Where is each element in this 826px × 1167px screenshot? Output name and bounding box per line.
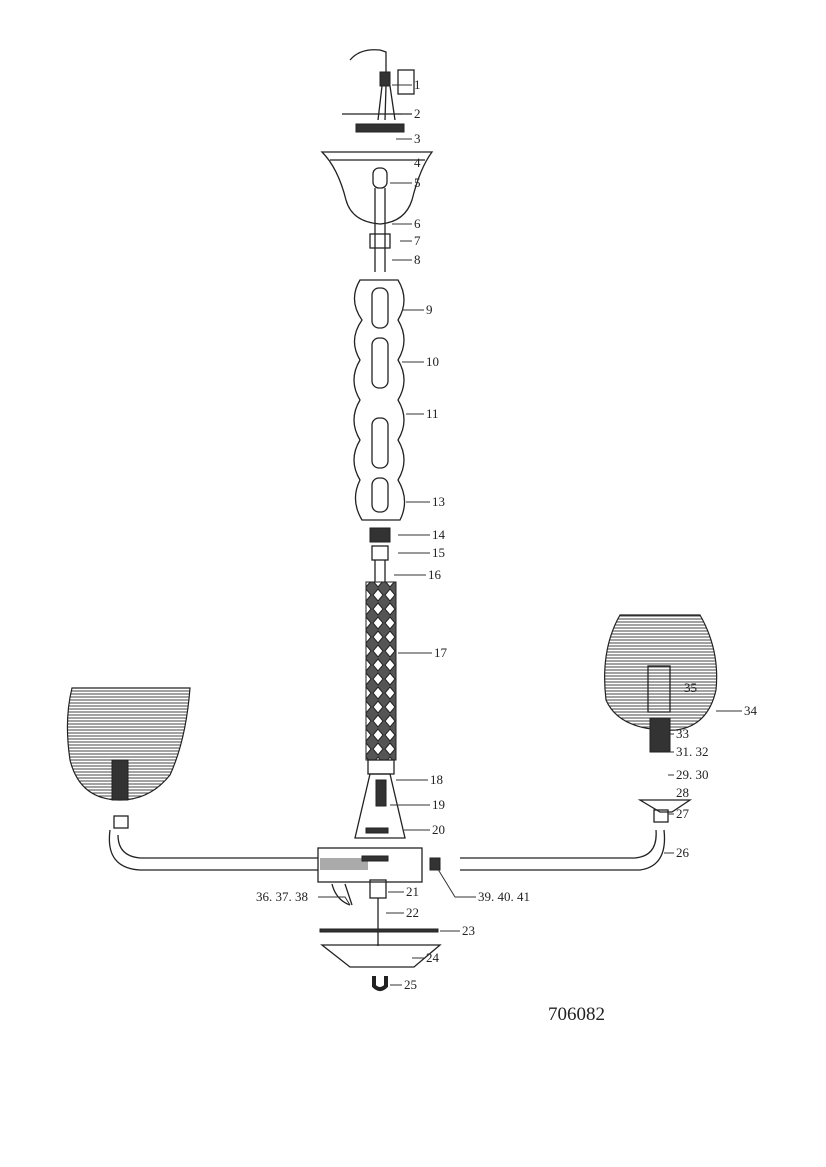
callout-label: 27 <box>676 806 690 821</box>
callout-label: 31. 32 <box>676 744 709 759</box>
callout-label: 22 <box>406 905 419 920</box>
callout-label: 25 <box>404 977 417 992</box>
stem-and-chain <box>353 188 406 582</box>
callout-34: 34 <box>716 703 758 718</box>
callout-label: 23 <box>462 923 475 938</box>
callout-21: 21 <box>388 884 419 899</box>
decorative-stem-sleeve <box>365 581 397 775</box>
callout-13: 13 <box>406 494 445 509</box>
callout-label: 2 <box>414 106 421 121</box>
arm-right <box>429 809 669 871</box>
callout-label: 7 <box>414 233 421 248</box>
callout-label: 36. 37. 38 <box>256 889 308 904</box>
callout-label: 26 <box>676 845 690 860</box>
callout-label: 19 <box>432 797 445 812</box>
callout-18: 18 <box>396 772 443 787</box>
callout-label: 13 <box>432 494 445 509</box>
callout-35: 35 <box>684 680 697 695</box>
center-body <box>317 847 423 883</box>
callout-label: 35 <box>684 680 697 695</box>
callout-label: 17 <box>434 645 448 660</box>
callout-24: 24 <box>412 950 440 965</box>
shade-left <box>66 687 191 801</box>
callout-20: 20 <box>404 822 445 837</box>
arm-left <box>108 815 318 871</box>
callout-2: 2 <box>402 106 421 121</box>
callout-label: 14 <box>432 527 446 542</box>
callout-label: 28 <box>676 785 689 800</box>
callout-16: 16 <box>394 567 442 582</box>
callout-label: 6 <box>414 216 421 231</box>
callout-7: 7 <box>400 233 421 248</box>
callout-31-32: 31. 32 <box>670 744 709 759</box>
callout-22: 22 <box>386 905 419 920</box>
callout-3: 3 <box>396 131 421 146</box>
callout-26: 26 <box>664 845 690 860</box>
leader-line <box>318 896 351 906</box>
callout-23: 23 <box>440 923 475 938</box>
callout-28: 28 <box>676 785 689 800</box>
callout-label: 24 <box>426 950 440 965</box>
callout-14: 14 <box>398 527 446 542</box>
callout-label: 18 <box>430 772 443 787</box>
callout-33: 33 <box>670 726 689 741</box>
callout-label: 3 <box>414 131 421 146</box>
callout-6: 6 <box>392 216 421 231</box>
mounting-hook-and-wires <box>349 49 415 121</box>
callout-25: 25 <box>390 977 417 992</box>
shade-right <box>604 614 718 813</box>
callout-label: 29. 30 <box>676 767 709 782</box>
callout-label: 21 <box>406 884 419 899</box>
bottom-parts <box>319 879 442 991</box>
callout-27: 27 <box>668 806 690 821</box>
callout-8: 8 <box>392 252 421 267</box>
callout-label: 16 <box>428 567 442 582</box>
callout-label: 9 <box>426 302 433 317</box>
callout-11: 11 <box>406 406 439 421</box>
callout-36-37-38: 36. 37. 38 <box>256 889 308 904</box>
callout-label: 10 <box>426 354 439 369</box>
callout-5: 5 <box>390 175 421 190</box>
callout-9: 9 <box>402 302 433 317</box>
callout-label: 15 <box>432 545 445 560</box>
callout-label: 4 <box>414 155 421 170</box>
callout-15: 15 <box>398 545 445 560</box>
callout-label: 5 <box>414 175 421 190</box>
callout-19: 19 <box>390 797 445 812</box>
callout-label: 8 <box>414 252 421 267</box>
callout-label: 39. 40. 41 <box>478 889 530 904</box>
model-code: 706082 <box>548 1004 605 1025</box>
callout-label: 34 <box>744 703 758 718</box>
callout-29-30: 29. 30 <box>668 767 709 782</box>
callout-39-40-41: 39. 40. 41 <box>478 889 530 904</box>
cone-cover <box>354 773 406 839</box>
callout-10: 10 <box>402 354 439 369</box>
callout-17: 17 <box>398 645 448 660</box>
leader-line <box>435 865 476 898</box>
callout-1: 1 <box>392 77 421 92</box>
callout-label: 33 <box>676 726 689 741</box>
callout-4: 4 <box>414 155 421 170</box>
mounting-plate <box>342 113 412 133</box>
ceiling-canopy <box>320 151 434 225</box>
callout-label: 1 <box>414 77 421 92</box>
callout-label: 20 <box>432 822 445 837</box>
callout-label: 11 <box>426 406 439 421</box>
